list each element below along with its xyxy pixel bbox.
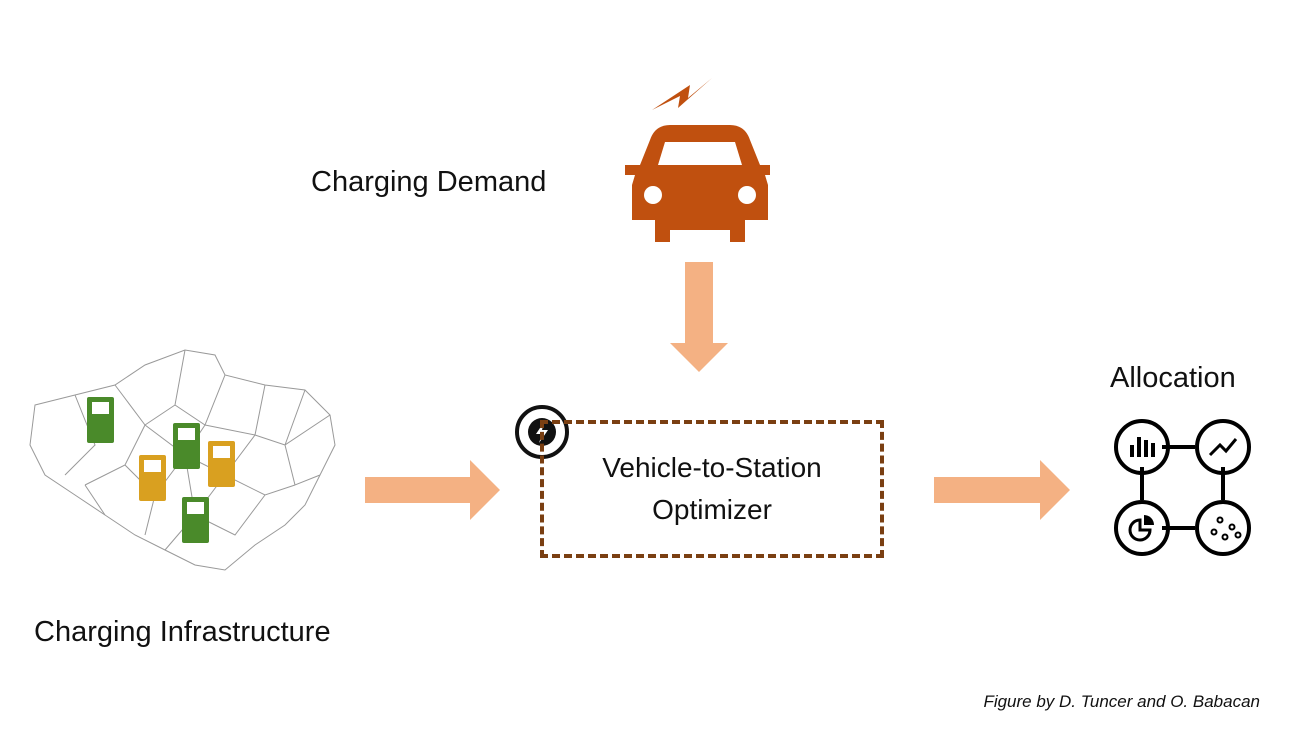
figure-caption: Figure by D. Tuncer and O. Babacan	[983, 692, 1260, 711]
charging-station-icon	[182, 497, 209, 543]
charging-station-icon	[208, 441, 235, 487]
charging-station-icon	[139, 455, 166, 501]
arrow-right-allocation	[934, 460, 1070, 520]
arrow-right-infrastructure	[365, 460, 500, 520]
optimizer-title-line1: Vehicle-to-Station	[602, 452, 822, 483]
charging-demand-label: Charging Demand	[311, 166, 547, 198]
optimizer-title-line2: Optimizer	[652, 494, 772, 525]
lightning-bolt-icon	[652, 78, 712, 110]
london-map	[29, 349, 336, 571]
charging-station-icon	[87, 397, 114, 443]
arrow-down	[670, 262, 728, 372]
allocation-label: Allocation	[1110, 362, 1236, 394]
charging-infrastructure-label: Charging Infrastructure	[34, 616, 331, 648]
car-icon	[625, 78, 770, 242]
analytics-icon	[1114, 419, 1251, 556]
charging-station-icon	[173, 423, 200, 469]
